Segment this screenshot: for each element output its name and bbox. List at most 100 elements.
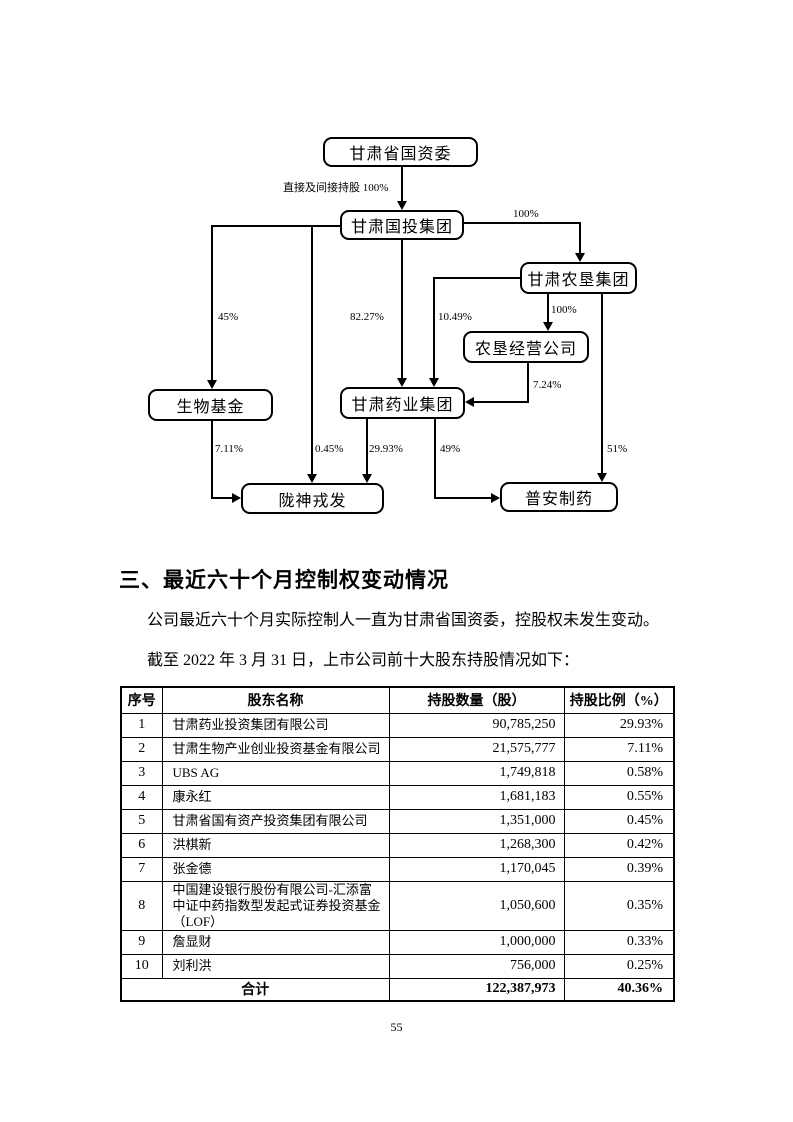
cell-shares: 1,170,045 (388, 856, 565, 882)
cell-ratio: 0.58% (563, 760, 675, 786)
connector-line (527, 363, 529, 403)
connector-line (401, 167, 403, 201)
cell-ratio: 0.39% (563, 856, 675, 882)
page-number: 55 (390, 1020, 403, 1034)
cell-index: 2 (120, 736, 163, 762)
top-shareholders-table: 序号 股东名称 持股数量（股） 持股比例（%） 1 甘肃药业投资集团有限公司 9… (120, 686, 675, 1002)
cell-index: 3 (120, 760, 163, 786)
cell-shares: 21,575,777 (388, 736, 565, 762)
table-row: 2 甘肃生物产业创业投资基金有限公司 21,575,777 7.11% (120, 736, 675, 762)
cell-index: 6 (120, 832, 163, 858)
connector-line (579, 222, 581, 253)
edge-label-82-27: 82.27% (350, 311, 384, 323)
cell-index: 8 (120, 880, 163, 931)
cell-ratio: 7.11% (563, 736, 675, 762)
cell-name: 甘肃生物产业创业投资基金有限公司 (161, 736, 390, 762)
table-row: 8 中国建设银行股份有限公司-汇添富中证中药指数型发起式证券投资基金（LOF） … (120, 880, 675, 931)
arrowhead-icon (465, 397, 474, 407)
edge-label-7-11: 7.11% (215, 443, 244, 455)
node-njy: 农垦经营公司 (463, 331, 589, 363)
paragraph-control-change: 公司最近六十个月实际控制人一直为甘肃省国资委，控股权未发生变动。 (147, 612, 660, 629)
cell-index: 7 (120, 856, 163, 882)
edge-label-29-93: 29.93% (369, 443, 403, 455)
table-row: 5 甘肃省国有资产投资集团有限公司 1,351,000 0.45% (120, 808, 675, 834)
table-header-row: 序号 股东名称 持股数量（股） 持股比例（%） (120, 686, 675, 714)
cell-shares: 756,000 (388, 953, 565, 979)
col-header-ratio: 持股比例（%） (563, 686, 675, 714)
col-header-index: 序号 (120, 686, 163, 714)
edge-label-direct-100: 直接及间接持股 100% (283, 182, 389, 194)
connector-line (464, 222, 581, 224)
arrowhead-icon (307, 474, 317, 483)
cell-name: 甘肃省国有资产投资集团有限公司 (161, 808, 390, 834)
connector-line (547, 294, 549, 322)
table-row: 1 甘肃药业投资集团有限公司 90,785,250 29.93% (120, 712, 675, 738)
cell-name: 甘肃药业投资集团有限公司 (161, 712, 390, 738)
node-puan: 普安制药 (500, 482, 618, 512)
paragraph-table-intro: 截至 2022 年 3 月 31 日，上市公司前十大股东持股情况如下： (147, 652, 580, 669)
arrowhead-icon (597, 473, 607, 482)
cell-ratio: 0.25% (563, 953, 675, 979)
table-row: 3 UBS AG 1,749,818 0.58% (120, 760, 675, 786)
connector-line (211, 225, 340, 227)
cell-name: 刘利洪 (161, 953, 390, 979)
connector-line (401, 240, 403, 378)
connector-line (474, 401, 529, 403)
connector-line (366, 419, 368, 474)
edge-label-51: 51% (607, 443, 628, 455)
connector-line (433, 277, 435, 378)
table-row: 7 张金德 1,170,045 0.39% (120, 856, 675, 882)
node-yaoye: 甘肃药业集团 (340, 387, 465, 419)
edge-label-7-24: 7.24% (533, 379, 562, 391)
cell-name: 张金德 (161, 856, 390, 882)
node-nongken: 甘肃农垦集团 (520, 262, 637, 294)
edge-label-100-nongken: 100% (513, 208, 539, 220)
cell-name: 洪棋新 (161, 832, 390, 858)
cell-shares: 1,681,183 (388, 784, 565, 810)
arrowhead-icon (397, 378, 407, 387)
connector-line (434, 497, 491, 499)
cell-name: UBS AG (161, 760, 390, 786)
connector-line (433, 277, 520, 279)
arrowhead-icon (232, 493, 241, 503)
ownership-structure-diagram: 甘肃省国资委 甘肃国投集团 甘肃农垦集团 农垦经营公司 生物基金 甘肃药业集团 … (0, 0, 793, 560)
cell-ratio: 0.42% (563, 832, 675, 858)
col-header-shares: 持股数量（股） (388, 686, 565, 714)
connector-line (311, 225, 313, 474)
node-guoziwei: 甘肃省国资委 (323, 137, 478, 167)
arrowhead-icon (575, 253, 585, 262)
connector-line (211, 225, 213, 380)
cell-total-shares: 122,387,973 (388, 977, 565, 1002)
table-row: 9 詹显财 1,000,000 0.33% (120, 929, 675, 955)
cell-index: 1 (120, 712, 163, 738)
edge-label-45: 45% (218, 311, 239, 323)
cell-shares: 1,000,000 (388, 929, 565, 955)
cell-name: 中国建设银行股份有限公司-汇添富中证中药指数型发起式证券投资基金（LOF） (161, 880, 390, 931)
cell-index: 5 (120, 808, 163, 834)
cell-total-ratio: 40.36% (563, 977, 675, 1002)
node-guotou: 甘肃国投集团 (340, 210, 464, 240)
cell-shares: 1,268,300 (388, 832, 565, 858)
arrowhead-icon (491, 493, 500, 503)
edge-label-100-njy: 100% (551, 304, 577, 316)
section-heading: 三、最近六十个月控制权变动情况 (119, 569, 449, 592)
edge-label-10-49: 10.49% (438, 311, 472, 323)
cell-ratio: 0.55% (563, 784, 675, 810)
table-row: 10 刘利洪 756,000 0.25% (120, 953, 675, 979)
connector-line (211, 497, 232, 499)
edge-label-49: 49% (440, 443, 461, 455)
cell-index: 4 (120, 784, 163, 810)
cell-shares: 1,050,600 (388, 880, 565, 931)
cell-name: 詹显财 (161, 929, 390, 955)
cell-ratio: 0.45% (563, 808, 675, 834)
cell-name: 康永红 (161, 784, 390, 810)
node-longshen: 陇神戎发 (241, 483, 384, 514)
cell-ratio: 29.93% (563, 712, 675, 738)
cell-total-label: 合计 (120, 977, 390, 1002)
table-row: 6 洪棋新 1,268,300 0.42% (120, 832, 675, 858)
arrowhead-icon (429, 378, 439, 387)
table-total-row: 合计 122,387,973 40.36% (120, 977, 675, 1002)
connector-line (601, 294, 603, 473)
arrowhead-icon (207, 380, 217, 389)
